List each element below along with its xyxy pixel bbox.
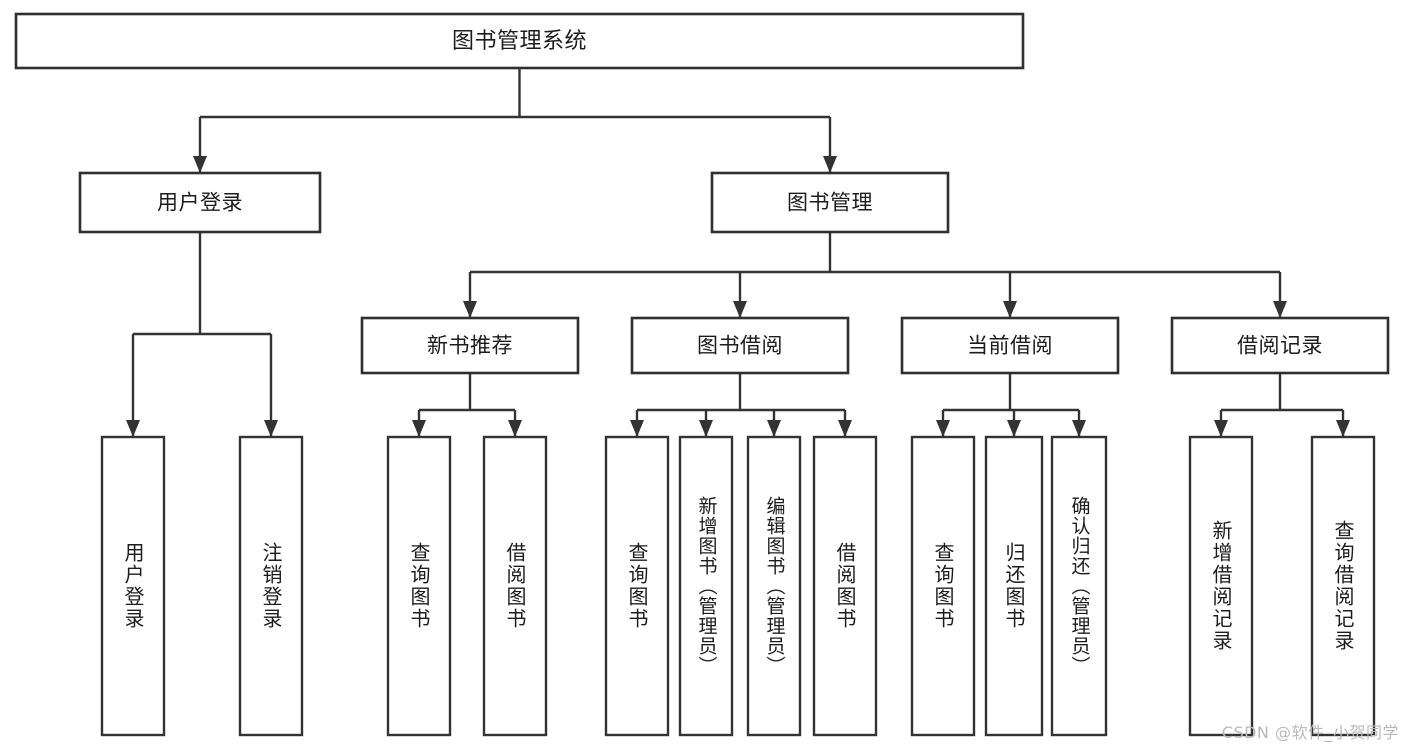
arrow-head [193,156,207,173]
node-label-new-book-recommend: 新书推荐 [427,334,513,358]
arrow-head [699,420,713,437]
connectors-layer [126,68,1350,437]
arrow-head [264,420,278,437]
arrow-head [463,301,477,318]
node-label-book-borrow: 图书借阅 [697,334,783,358]
arrow-head [733,301,747,318]
node-label-borrow-record: 借阅记录 [1237,334,1323,358]
connector-group-borrow-record [1214,373,1350,437]
arrow-head [1072,420,1086,437]
node-box-new-book-recommend[interactable] [360,316,580,375]
node-box-leaf-query-book-3[interactable] [910,435,976,737]
arrow-head [630,420,644,437]
node-box-leaf-query-borrow-record[interactable] [1310,435,1376,737]
node-box-leaf-add-borrow-record[interactable] [1188,435,1254,737]
arrow-head [823,156,837,173]
node-box-leaf-borrow-book-1[interactable] [482,435,548,737]
boxes-layer [14,12,1390,737]
arrow-head [1214,420,1228,437]
watermark-text: CSDN @软件_小贺同学 [1221,723,1399,742]
node-box-user-login[interactable] [78,171,322,234]
arrow-head [767,420,781,437]
node-box-leaf-user-login[interactable] [100,435,166,737]
connector-group-root [193,68,837,173]
arrow-head [126,420,140,437]
node-box-borrow-record[interactable] [1170,316,1390,375]
node-box-leaf-query-book-1[interactable] [386,435,452,737]
connector-group-book-borrow [630,373,852,437]
node-box-root[interactable] [14,12,1025,70]
node-box-leaf-confirm-return[interactable] [1050,435,1108,737]
node-box-current-borrow[interactable] [900,316,1120,375]
arrow-head [1273,301,1287,318]
arrow-head [412,420,426,437]
node-box-leaf-logout[interactable] [238,435,304,737]
node-box-leaf-query-book-2[interactable] [604,435,670,737]
connector-group-user-login [126,232,278,437]
node-label-current-borrow: 当前借阅 [967,334,1053,358]
connector-group-new-book-recommend [412,373,522,437]
node-box-leaf-borrow-book-2[interactable] [812,435,878,737]
node-label-user-login: 用户登录 [157,191,243,215]
arrow-head [838,420,852,437]
arrow-head [508,420,522,437]
node-box-book-borrow[interactable] [630,316,850,375]
connector-group-current-borrow [936,373,1086,437]
connector-group-book-manage [463,232,1287,318]
node-label-book-manage: 图书管理 [787,191,873,215]
arrow-head [1007,420,1021,437]
arrow-head [936,420,950,437]
node-label-root: 图书管理系统 [452,29,587,54]
node-box-book-manage[interactable] [710,171,950,234]
arrow-head [1003,301,1017,318]
arrow-head [1336,420,1350,437]
node-box-leaf-edit-book[interactable] [746,435,802,737]
node-box-leaf-return-book[interactable] [984,435,1044,737]
node-box-leaf-add-book[interactable] [678,435,734,737]
